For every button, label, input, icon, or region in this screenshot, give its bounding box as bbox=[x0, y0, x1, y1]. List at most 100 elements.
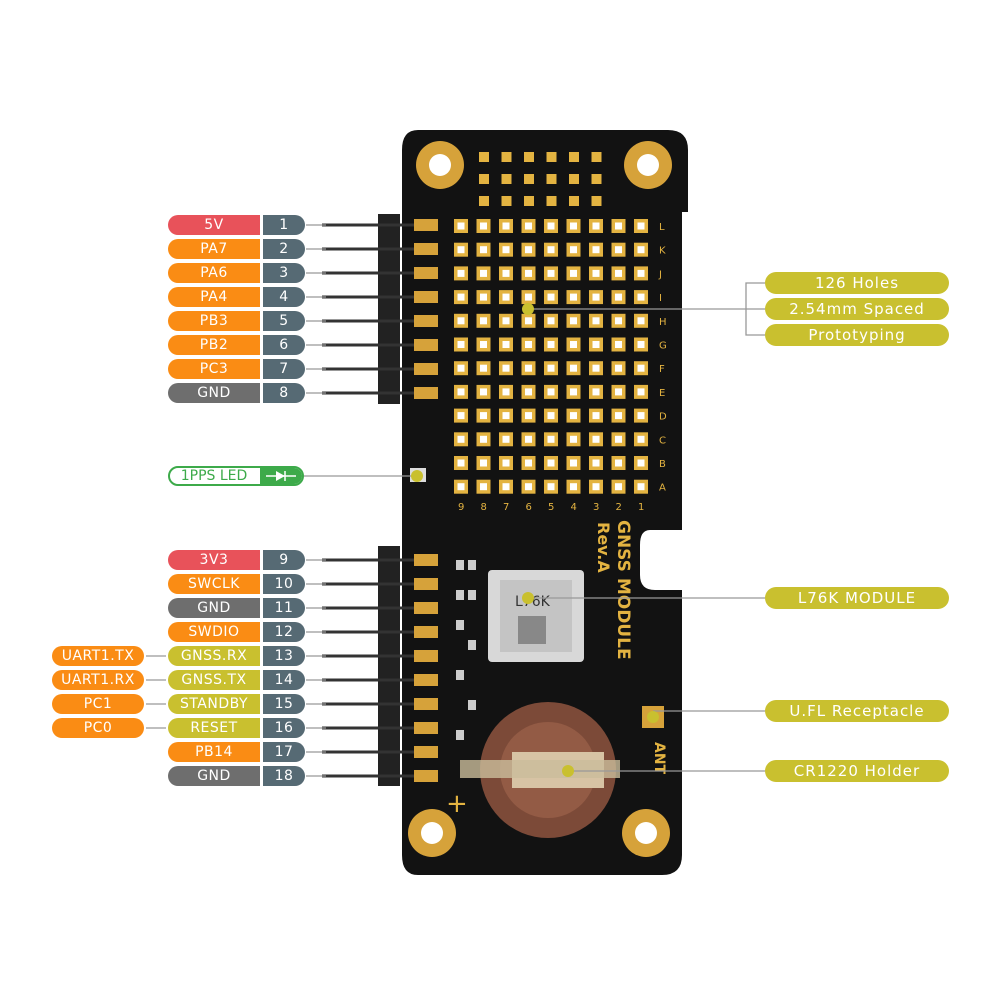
top-pad bbox=[591, 152, 602, 162]
proto-hole-drill bbox=[502, 246, 510, 254]
proto-hole-drill bbox=[637, 293, 645, 301]
proto-hole-drill bbox=[570, 293, 577, 301]
proto-hole-drill bbox=[502, 341, 510, 348]
proto-hole-drill bbox=[570, 222, 577, 230]
proto-hole-drill bbox=[592, 317, 600, 325]
proto-hole-drill bbox=[570, 412, 577, 420]
row-letter: C bbox=[659, 435, 666, 446]
proto-hole-drill bbox=[547, 435, 555, 443]
proto-hole-drill bbox=[637, 222, 645, 230]
pin-name-label: GND bbox=[168, 598, 260, 618]
proto-hole-drill bbox=[547, 269, 555, 277]
header-pad bbox=[414, 267, 438, 279]
top-pad bbox=[501, 174, 512, 184]
proto-hole-drill bbox=[592, 388, 600, 396]
proto-hole-drill bbox=[525, 364, 532, 372]
proto-hole-drill bbox=[525, 459, 532, 467]
proto-hole-drill bbox=[457, 364, 465, 372]
pin-name-label: 5V bbox=[168, 215, 260, 235]
callout-holes: 126 Holes bbox=[765, 272, 949, 294]
row-letter: L bbox=[659, 222, 665, 233]
top-pad bbox=[524, 152, 534, 162]
header-pad bbox=[414, 578, 438, 590]
pin-name-label: PA4 bbox=[168, 287, 260, 307]
pin-name-label: PA6 bbox=[168, 263, 260, 283]
top-pad bbox=[524, 196, 534, 206]
pin-name-label: GNSS.RX bbox=[168, 646, 260, 666]
pin-number-label: 8 bbox=[263, 383, 305, 403]
proto-hole-drill bbox=[547, 246, 555, 254]
pin-name-label: PB3 bbox=[168, 311, 260, 331]
proto-hole-drill bbox=[502, 364, 510, 372]
pin-number-label: 3 bbox=[263, 263, 305, 283]
proto-hole-drill bbox=[525, 269, 532, 277]
header-pad bbox=[414, 243, 438, 255]
pin-name-label: GNSS.TX bbox=[168, 670, 260, 690]
proto-hole-drill bbox=[637, 412, 645, 420]
pin-number-label: 12 bbox=[263, 622, 305, 642]
l76k-module: L76K bbox=[488, 570, 584, 662]
callout-spaced: 2.54mm Spaced bbox=[765, 298, 949, 320]
pin-leader-lines bbox=[146, 224, 326, 777]
column-number: 3 bbox=[593, 502, 599, 513]
proto-hole-drill bbox=[525, 435, 532, 443]
header-pad bbox=[414, 770, 438, 782]
row-letter: H bbox=[659, 317, 667, 328]
proto-hole-drill bbox=[615, 293, 622, 301]
proto-hole-drill bbox=[570, 341, 577, 348]
proto-hole-drill bbox=[615, 269, 622, 277]
proto-hole-drill bbox=[480, 293, 487, 301]
proto-hole-drill bbox=[570, 269, 577, 277]
pin-number-label: 9 bbox=[263, 550, 305, 570]
pin-number-label: 10 bbox=[263, 574, 305, 594]
callout-module: L76K MODULE bbox=[765, 587, 949, 609]
pin-number-label: 14 bbox=[263, 670, 305, 690]
top-pad bbox=[591, 174, 602, 184]
pin-number-label: 7 bbox=[263, 359, 305, 379]
pin-alt-label: PC1 bbox=[52, 694, 144, 714]
proto-hole-drill bbox=[570, 435, 577, 443]
proto-hole-drill bbox=[547, 293, 555, 301]
proto-hole-drill bbox=[457, 293, 465, 301]
header-pins bbox=[322, 219, 438, 782]
proto-hole-drill bbox=[637, 459, 645, 467]
callout-holder: CR1220 Holder bbox=[765, 760, 949, 782]
callout-dots bbox=[411, 303, 659, 777]
pin-name-label: RESET bbox=[168, 718, 260, 738]
proto-hole-drill bbox=[592, 246, 600, 254]
pin-name-label: PB2 bbox=[168, 335, 260, 355]
proto-hole-drill bbox=[637, 364, 645, 372]
mount-hole-top-left bbox=[416, 141, 464, 189]
proto-hole-drill bbox=[547, 341, 555, 348]
proto-hole-drill bbox=[502, 412, 510, 420]
proto-hole-drill bbox=[637, 246, 645, 254]
pin-name-label: PB14 bbox=[168, 742, 260, 762]
mount-hole-bottom-left bbox=[408, 809, 456, 857]
header-pad bbox=[414, 626, 438, 638]
pin-number-label: 18 bbox=[263, 766, 305, 786]
pin-number-label: 4 bbox=[263, 287, 305, 307]
proto-hole-drill bbox=[547, 317, 555, 325]
header-pad bbox=[414, 674, 438, 686]
proto-hole-drill bbox=[547, 364, 555, 372]
pin-name-label: SWDIO bbox=[168, 622, 260, 642]
pin-number-label: 5 bbox=[263, 311, 305, 331]
header-pad bbox=[414, 219, 438, 231]
column-number: 7 bbox=[503, 502, 509, 513]
proto-hole-drill bbox=[480, 341, 487, 348]
silk-title: GNSS MODULE bbox=[613, 520, 633, 660]
proto-hole-drill bbox=[502, 293, 510, 301]
row-letter: E bbox=[659, 388, 665, 399]
proto-hole-drill bbox=[525, 293, 532, 301]
proto-hole-drill bbox=[615, 388, 622, 396]
silk-rev: Rev.A bbox=[594, 522, 613, 573]
proto-hole-drill bbox=[637, 435, 645, 443]
proto-hole-drill bbox=[525, 341, 532, 348]
proto-hole-drill bbox=[547, 483, 555, 491]
pin-name-label: STANDBY bbox=[168, 694, 260, 714]
proto-hole-drill bbox=[457, 483, 465, 491]
proto-hole-drill bbox=[615, 459, 622, 467]
proto-hole-drill bbox=[502, 435, 510, 443]
pps-led-text: 1PPS LED bbox=[180, 468, 248, 484]
proto-hole-drill bbox=[615, 317, 622, 325]
